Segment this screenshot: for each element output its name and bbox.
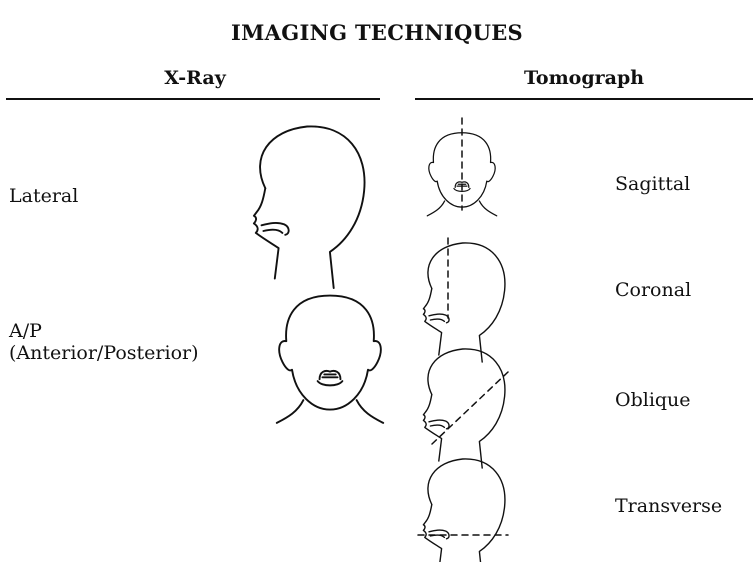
transverse-head-profile <box>418 459 508 562</box>
coronal-head-profile <box>423 238 505 362</box>
lateral-head-profile <box>254 126 365 288</box>
ap-head-frontal <box>277 296 383 423</box>
oblique-plane-line <box>432 372 508 444</box>
sagittal-head-frontal <box>427 118 496 216</box>
oblique-head-profile <box>423 349 508 468</box>
